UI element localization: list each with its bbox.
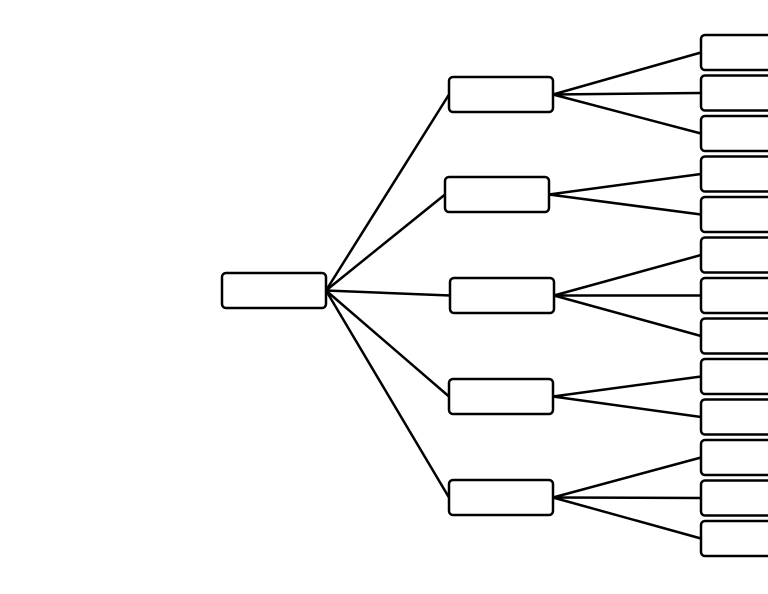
connector-node-3-to-leaf-8 [553,294,702,338]
leaf-node-11 [699,438,768,477]
connector-node-5-to-leaf-13 [552,496,702,540]
leaf-node-7 [699,276,768,315]
connector-node-1-to-leaf-2 [552,91,702,96]
connector-root-to-node-2 [325,193,446,292]
connector-root-to-node-1 [324,93,451,292]
branch-node-2 [443,175,551,214]
connector-node-1-to-leaf-3 [552,93,702,135]
leaf-node-5 [699,195,768,234]
root-node [220,271,328,310]
branch-node-3 [448,276,556,315]
leaf-node-13 [699,519,768,558]
leaf-node-3 [699,114,768,153]
connector-root-to-node-3 [325,289,451,297]
branch-node-5 [447,478,555,517]
connector-node-2-to-leaf-4 [548,172,702,196]
leaf-node-6 [699,236,768,274]
connector-node-4-to-leaf-9 [552,375,702,398]
nodes-layer [220,33,768,558]
leaf-node-4 [699,155,768,193]
branch-node-4 [447,377,555,416]
leaf-node-10 [699,398,768,436]
connector-root-to-node-5 [324,289,451,499]
connectors-layer [324,51,702,540]
connector-root-to-node-4 [325,289,450,398]
leaf-node-12 [699,479,768,517]
branch-node-1 [447,75,555,114]
leaf-node-1 [699,33,768,72]
connector-node-3-to-leaf-6 [553,253,702,297]
connector-node-5-to-leaf-11 [552,456,702,499]
leaf-node-2 [699,74,768,112]
connector-node-2-to-leaf-5 [548,193,702,216]
connector-node-4-to-leaf-10 [552,395,702,419]
leaf-node-9 [699,357,768,396]
leaf-node-8 [699,317,768,355]
connector-node-5-to-leaf-12 [552,496,702,500]
connector-node-1-to-leaf-1 [552,51,702,96]
